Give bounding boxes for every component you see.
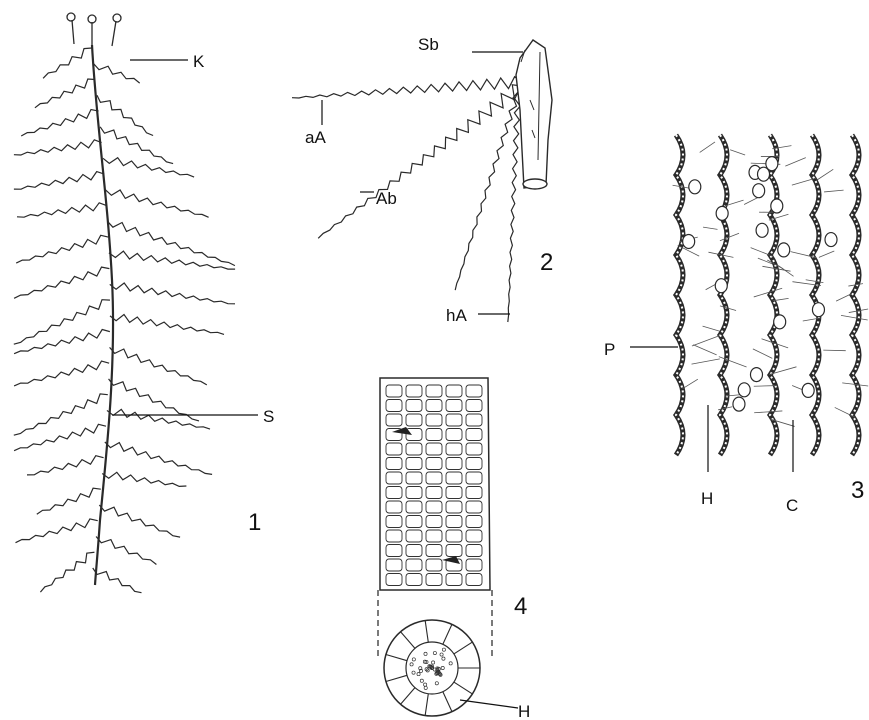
label-p: P xyxy=(604,340,615,359)
pore xyxy=(825,233,837,247)
pore xyxy=(733,397,745,411)
branch xyxy=(96,536,156,564)
pore xyxy=(756,223,768,237)
pore xyxy=(802,383,814,397)
figure-number-2: 2 xyxy=(540,249,553,276)
branch-drawing xyxy=(292,77,522,322)
pore xyxy=(683,234,695,248)
spreading-branch-lower xyxy=(318,85,522,239)
branch xyxy=(105,190,208,217)
stem-cross-section-drawing xyxy=(384,620,480,716)
branch xyxy=(14,361,109,386)
pore xyxy=(778,243,790,257)
branch xyxy=(105,442,212,474)
figure-2-branch-fascicle: Sb aA Ab hA 2 xyxy=(292,35,553,325)
branch xyxy=(94,64,140,83)
leader-line-h4 xyxy=(460,700,518,708)
cell-network-drawing xyxy=(663,135,868,455)
pore xyxy=(753,184,765,198)
pore xyxy=(750,368,762,382)
label-ha: hA xyxy=(446,306,467,325)
label-sb: Sb xyxy=(418,35,439,54)
branch xyxy=(14,394,108,435)
branch xyxy=(93,568,142,593)
branch xyxy=(16,235,108,263)
label-h-figure-4: H xyxy=(518,702,530,720)
plant-drawing xyxy=(14,45,235,593)
label-k: K xyxy=(193,52,205,71)
pore xyxy=(774,315,786,329)
branch xyxy=(110,347,207,385)
pore xyxy=(738,383,750,397)
branch xyxy=(27,456,104,475)
branch xyxy=(17,203,107,217)
branch xyxy=(21,110,98,137)
pore xyxy=(758,167,770,181)
branch xyxy=(14,267,109,298)
spreading-branch-upper xyxy=(292,77,522,98)
figure-1-moss-plant: K S 1 xyxy=(14,13,275,593)
stem-longitudinal-drawing xyxy=(380,378,490,590)
branch xyxy=(109,251,235,269)
capsules xyxy=(67,13,121,46)
pore xyxy=(716,206,728,220)
branch xyxy=(97,95,153,135)
label-aa: aA xyxy=(305,128,326,147)
stem-piece xyxy=(516,40,552,189)
branch xyxy=(43,48,92,78)
branch xyxy=(107,221,234,265)
label-s: S xyxy=(263,407,274,426)
branch xyxy=(14,140,102,155)
pore xyxy=(812,303,824,317)
figure-number-1: 1 xyxy=(248,509,261,536)
branch xyxy=(14,172,104,190)
figure-number-3: 3 xyxy=(851,477,864,504)
branch xyxy=(14,424,106,450)
branch xyxy=(35,79,95,108)
label-ab: Ab xyxy=(376,189,397,208)
figure-4-stem-section: H 4 xyxy=(378,378,530,720)
hanging-branch-left xyxy=(455,92,518,290)
branch xyxy=(102,472,186,486)
label-h-figure-3: H xyxy=(701,489,713,508)
pore xyxy=(715,279,727,293)
main-stem xyxy=(92,45,113,585)
pore xyxy=(689,180,701,194)
figure-number-4: 4 xyxy=(514,593,527,620)
branch xyxy=(37,488,101,514)
branch xyxy=(103,158,194,177)
pore xyxy=(771,199,783,213)
figure-3-leaf-cells: P H C 3 xyxy=(604,135,868,515)
branch xyxy=(14,330,110,354)
branch xyxy=(110,315,224,335)
hanging-branch-right xyxy=(508,92,520,322)
branch xyxy=(40,552,94,592)
branch xyxy=(110,283,235,304)
label-c: C xyxy=(786,496,798,515)
branch xyxy=(99,505,180,537)
branch xyxy=(16,519,98,543)
branch xyxy=(100,127,173,164)
